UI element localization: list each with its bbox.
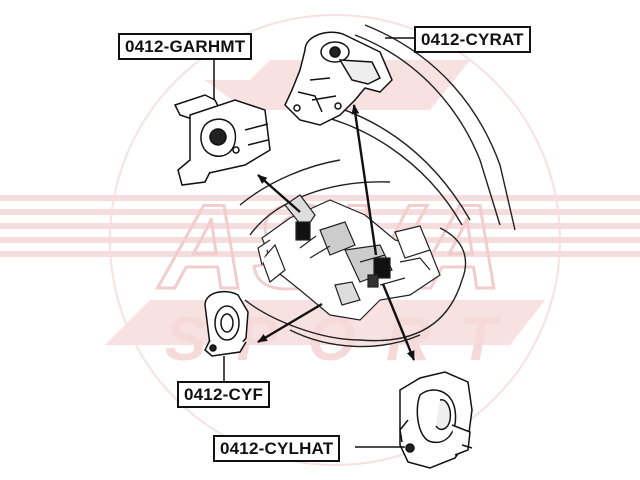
arrow-to-cylhat bbox=[381, 283, 416, 361]
arrow-to-cyf bbox=[257, 302, 323, 344]
part-label-cyf: 0412-CYF bbox=[177, 381, 271, 408]
pointer-arrows bbox=[257, 104, 416, 361]
arrow-to-cyrat bbox=[351, 104, 378, 256]
car-body-outline bbox=[239, 24, 516, 348]
part-label-garhmt: 0412-GARHMT bbox=[118, 33, 253, 60]
mount-cyf-drawing bbox=[204, 290, 249, 357]
mount-cylhat-drawing bbox=[399, 371, 473, 469]
leader-lines bbox=[213, 37, 414, 448]
engine-bay-drawing bbox=[257, 194, 441, 321]
mount-cyrat-drawing bbox=[284, 31, 393, 126]
mount-garhmt-drawing bbox=[173, 94, 271, 186]
part-label-cylhat: 0412-CYLHAT bbox=[213, 435, 341, 462]
part-label-cyrat: 0412-CYRAT bbox=[414, 26, 531, 53]
arrow-to-garhmt bbox=[257, 174, 301, 213]
